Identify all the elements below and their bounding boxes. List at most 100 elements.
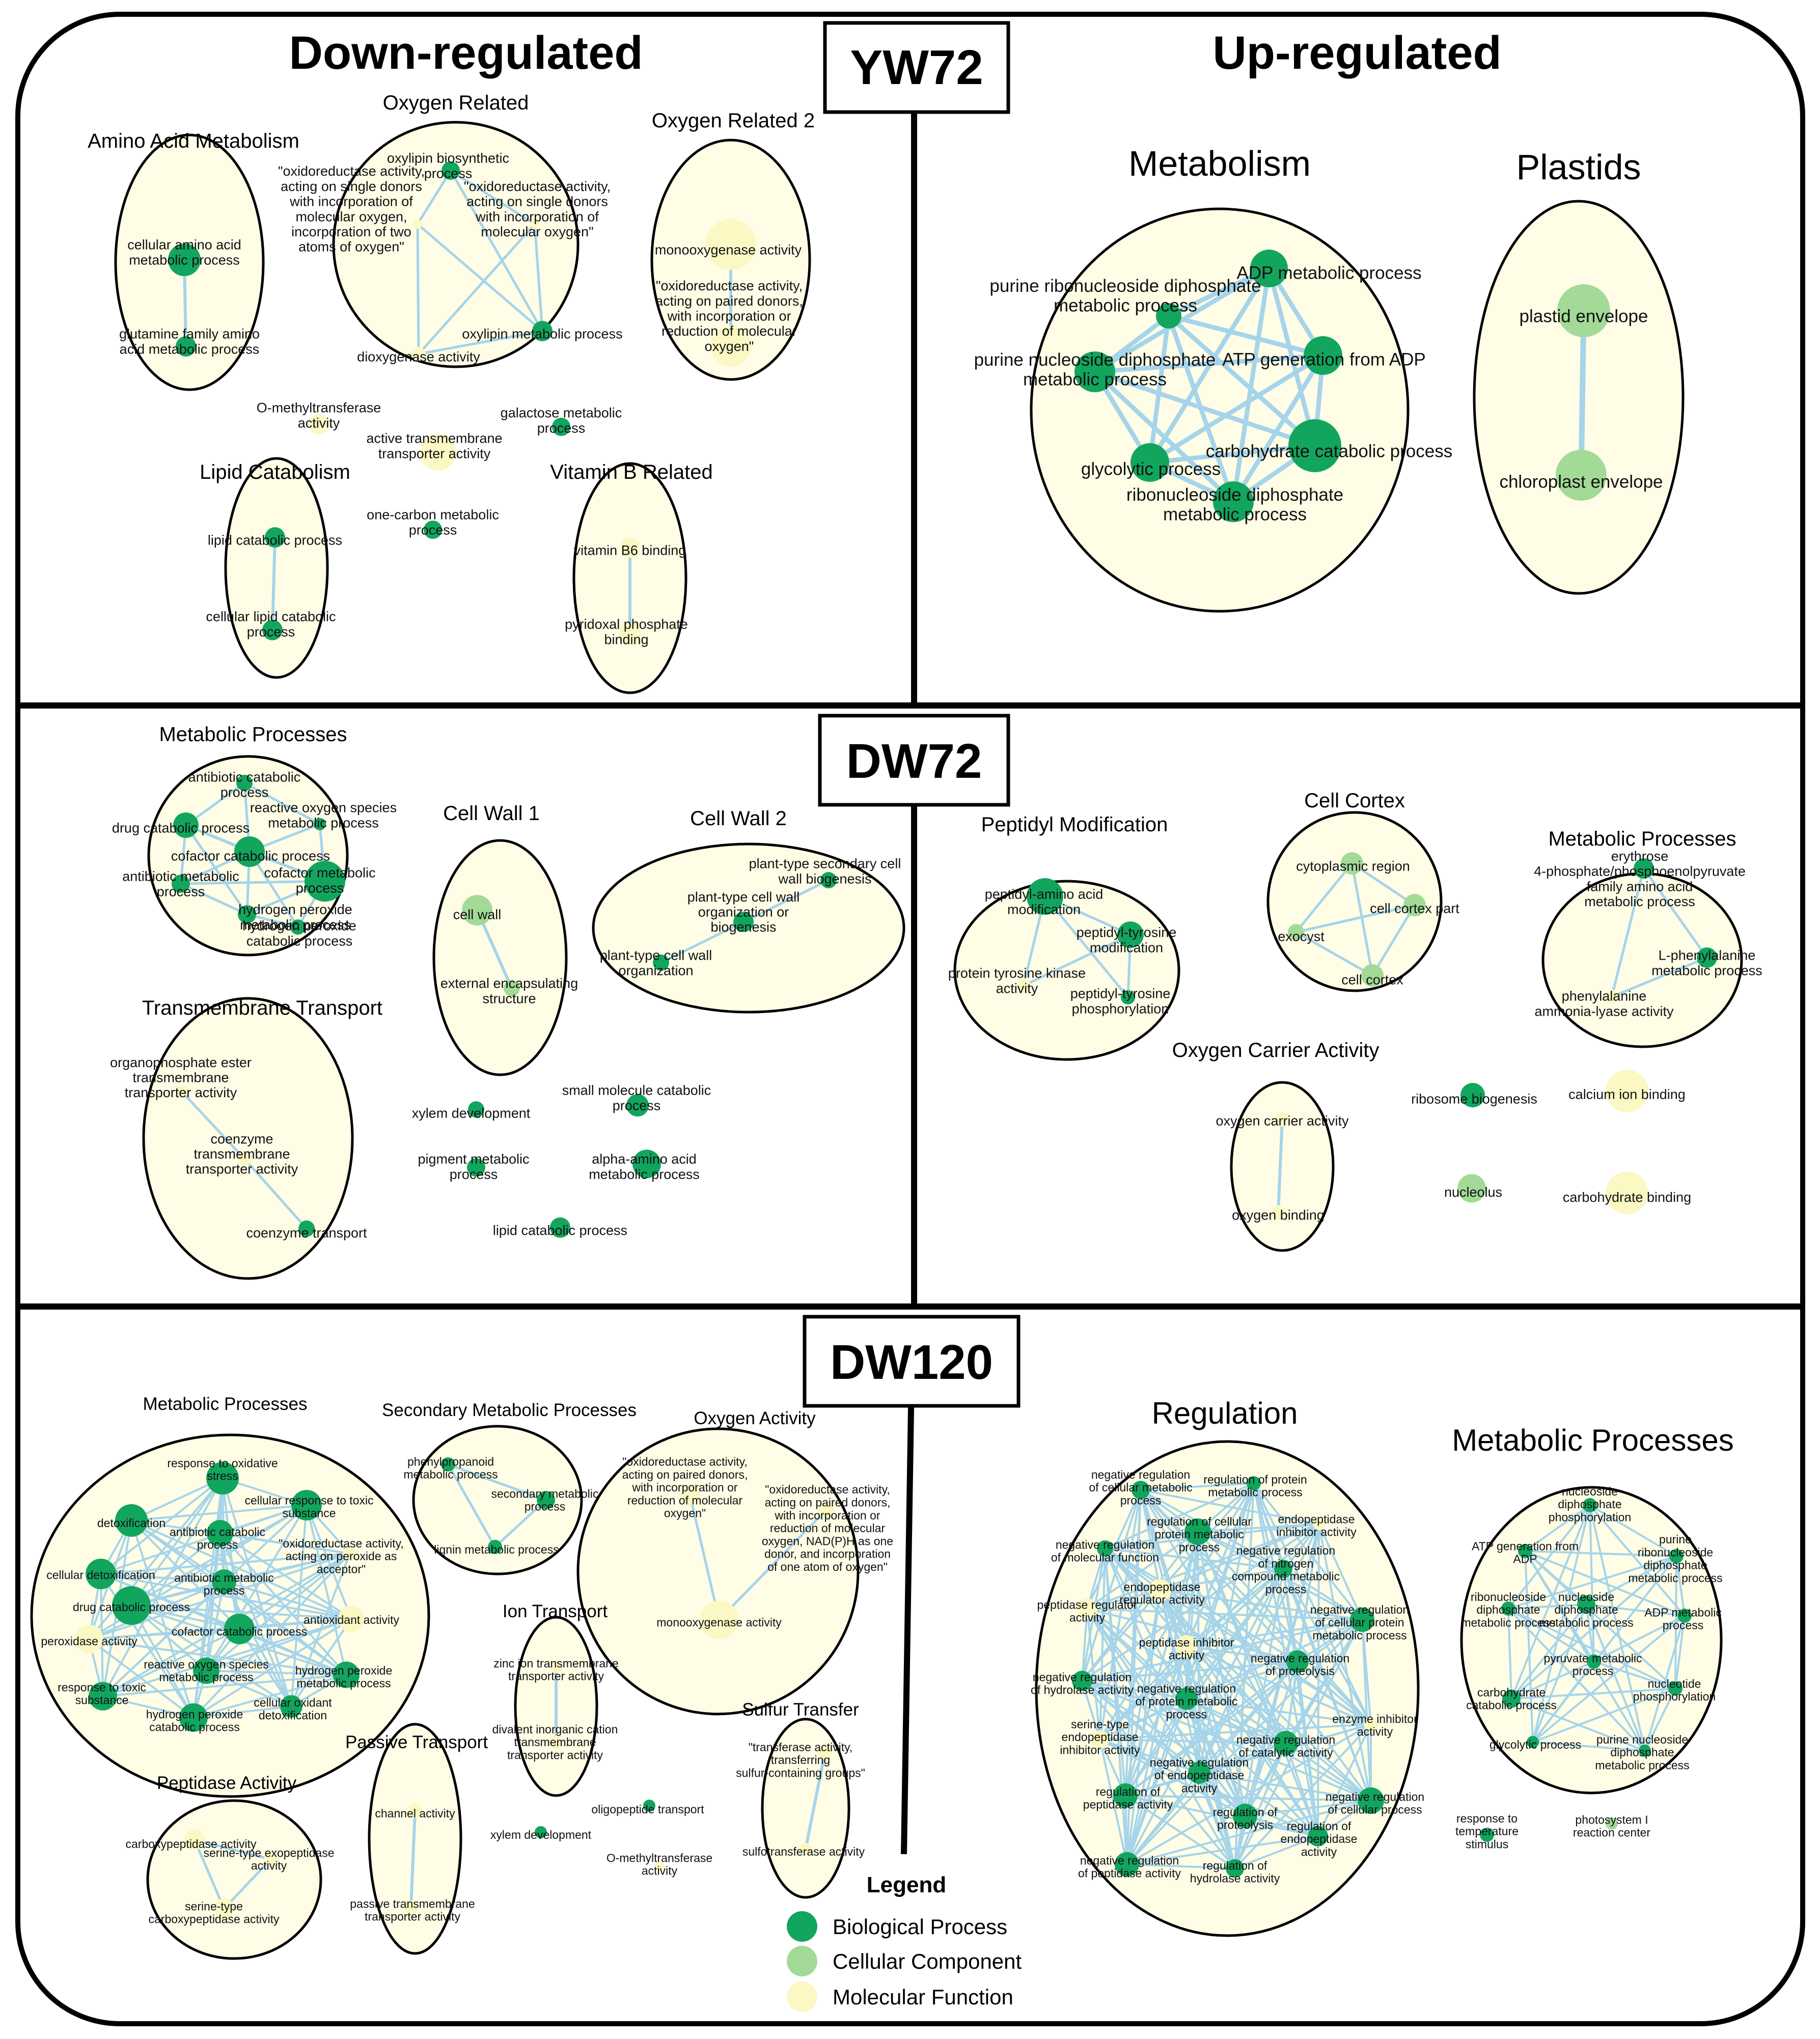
node-marker-coenzyme-transmembrane-transporter-activ[interactable]	[237, 1152, 252, 1166]
node-marker-purine-nucleoside-diphosphate-metabolic-[interactable]	[1639, 1745, 1651, 1757]
node-marker-small-molecule-catabolic-process[interactable]	[626, 1094, 649, 1117]
node-marker-plastid-envelope[interactable]	[1557, 284, 1610, 337]
node-marker-regulation-of-proteolysis[interactable]	[1233, 1804, 1257, 1828]
node-marker-transferase-activity-transferring-sulfur[interactable]	[818, 1745, 832, 1759]
node-marker-chloroplast-envelope[interactable]	[1556, 450, 1607, 501]
node-marker-carboxypeptidase-activity[interactable]	[184, 1830, 205, 1850]
node-marker-nucleotide-phosphorylation[interactable]	[1668, 1681, 1683, 1696]
node-marker-phenylalanine-ammonia-lyase-activity[interactable]	[1605, 990, 1619, 1004]
node-marker-cofactor-metabolic-process[interactable]	[305, 861, 345, 902]
node-marker-oxidoreductase-activity-acting-on-paired[interactable]	[680, 1485, 700, 1505]
node-marker-organophosphate-ester-transmembrane-tran[interactable]	[176, 1085, 188, 1098]
node-marker-phenylpropanoid-metabolic-process[interactable]	[441, 1457, 455, 1472]
node-marker-negative-regulation-of-protein-metabolic[interactable]	[1175, 1688, 1198, 1710]
node-marker-channel-activity[interactable]	[408, 1804, 422, 1818]
node-marker-cofactor-catabolic-process[interactable]	[234, 836, 265, 867]
node-marker-plant-type-cell-wall-organization-or-bio[interactable]	[733, 912, 754, 932]
node-marker-passive-transmembrane-transporter-activi[interactable]	[404, 1900, 418, 1915]
node-marker-monooxygenase-activity[interactable]	[705, 219, 756, 270]
node-marker-galactose-metabolic-process[interactable]	[552, 418, 570, 436]
node-marker-regulation-of-protein-metabolic-process[interactable]	[1247, 1476, 1261, 1490]
node-marker-serine-type-carboxypeptidase-activity[interactable]	[214, 1898, 234, 1919]
node-marker-enzyme-inhibitor-activity[interactable]	[1364, 1717, 1378, 1731]
node-marker-photosystem-i-reaction-center[interactable]	[1606, 1817, 1618, 1830]
node-marker-serine-type-endopeptidase-inhibitor-acti[interactable]	[1091, 1730, 1109, 1749]
node-marker-divalent-inorganic-cation-transmembrane-[interactable]	[549, 1735, 563, 1749]
node-marker-sulfotransferase-activity[interactable]	[799, 1843, 812, 1855]
node-marker-reactive-oxygen-species-metabolic-proces[interactable]	[314, 818, 326, 830]
node-marker-response-to-temperature-stimulus[interactable]	[1480, 1828, 1494, 1842]
node-marker-oxidoreductase-activity-acting-on-single[interactable]	[530, 220, 539, 229]
node-marker-adp-metabolic-process[interactable]	[1677, 1609, 1692, 1623]
node-marker-secondary-metabolic-process[interactable]	[537, 1491, 555, 1509]
node-marker-carbohydrate-catabolic-process[interactable]	[1502, 1690, 1521, 1708]
node-marker-glycolytic-process[interactable]	[1130, 443, 1169, 482]
node-marker-l-phenylalanine-metabolic-process[interactable]	[1697, 947, 1717, 968]
node-marker-dioxygenase-activity[interactable]	[411, 347, 426, 361]
node-marker-response-to-oxidative-stress[interactable]	[206, 1462, 239, 1494]
node-marker-nucleoside-diphosphate-metabolic-process[interactable]	[1577, 1595, 1595, 1614]
node-marker-lignin-metabolic-process[interactable]	[488, 1540, 502, 1554]
node-marker-cellular-detoxification[interactable]	[86, 1559, 116, 1589]
node-marker-calcium-ion-binding[interactable]	[1606, 1070, 1648, 1112]
node-marker-oxidoreductase-activity-acting-on-paired[interactable]	[818, 1502, 834, 1518]
node-marker-cell-cortex-part[interactable]	[1403, 894, 1426, 916]
node-marker-exocyst[interactable]	[1288, 924, 1304, 940]
node-marker-nucleolus[interactable]	[1457, 1174, 1486, 1203]
node-marker-plant-type-cell-wall-organization[interactable]	[653, 955, 669, 971]
node-marker-peptidase-inhibitor-activity[interactable]	[1175, 1635, 1198, 1657]
node-marker-cellular-oxidant-detoxification[interactable]	[280, 1695, 302, 1718]
node-marker-serine-type-exopeptidase-activity[interactable]	[264, 1852, 278, 1866]
node-marker-antibiotic-catabolic-process[interactable]	[207, 1520, 233, 1546]
node-marker-peptidyl-tyrosine-phosphorylation[interactable]	[1121, 990, 1135, 1004]
node-marker-response-to-toxic-substance[interactable]	[89, 1682, 117, 1710]
node-marker-peptidase-regulator-activity[interactable]	[1077, 1598, 1097, 1619]
node-marker-nucleoside-diphosphate-phosphorylation[interactable]	[1583, 1498, 1597, 1512]
node-marker-negative-regulation-of-nitrogen-compound[interactable]	[1274, 1560, 1292, 1578]
node-marker-negative-regulation-of-endopeptidase-act[interactable]	[1188, 1761, 1210, 1784]
node-marker-pyridoxal-phosphate-binding[interactable]	[619, 623, 641, 645]
node-marker-glycolytic-process[interactable]	[1527, 1736, 1539, 1748]
node-marker-antibiotic-metabolic-process[interactable]	[212, 1569, 236, 1594]
node-marker-ribosome-biogenesis[interactable]	[1460, 1083, 1485, 1107]
node-marker-hydrogen-peroxide-catabolic-process[interactable]	[290, 919, 306, 935]
node-marker-external-encapsulating-structure[interactable]	[504, 980, 520, 996]
node-marker-peptidyl-tyrosine-modification[interactable]	[1117, 921, 1144, 948]
node-marker-adp-metabolic-process[interactable]	[1250, 250, 1288, 287]
node-marker-zinc-ion-transmembrane-transporter-activ[interactable]	[550, 1661, 562, 1673]
node-marker-drug-catabolic-process[interactable]	[173, 812, 199, 838]
node-marker-coenzyme-transport[interactable]	[298, 1220, 315, 1237]
node-marker-cellular-response-to-toxic-substance[interactable]	[291, 1490, 322, 1520]
node-marker-endopeptidase-inhibitor-activity[interactable]	[1313, 1518, 1325, 1530]
node-marker-ribonucleoside-diphosphate-metabolic-pro[interactable]	[1501, 1601, 1515, 1616]
node-marker-xylem-development[interactable]	[535, 1826, 547, 1838]
node-marker-plant-type-secondary-cell-wall-biogenesi[interactable]	[820, 872, 837, 888]
node-marker-negative-regulation-of-molecular-functio[interactable]	[1097, 1540, 1113, 1557]
node-marker-o-methyltransferase-activity[interactable]	[309, 414, 329, 434]
node-marker-antibiotic-metabolic-process[interactable]	[172, 875, 190, 893]
node-marker-oxygen-carrier-activity[interactable]	[1275, 1112, 1289, 1127]
node-marker-protein-tyrosine-kinase-activity[interactable]	[1016, 978, 1031, 993]
node-marker-negative-regulation-of-proteolysis[interactable]	[1286, 1650, 1309, 1673]
node-marker-carbohydrate-binding[interactable]	[1606, 1172, 1648, 1214]
node-marker-oxidoreductase-activity-acting-on-paired[interactable]	[710, 326, 751, 367]
node-marker-regulation-of-peptidase-activity[interactable]	[1113, 1783, 1138, 1808]
node-marker-hydrogen-peroxide-metabolic-process[interactable]	[238, 905, 256, 923]
node-marker-atp-generation-from-adp[interactable]	[1304, 336, 1342, 375]
node-marker-negative-regulation-of-peptidase-activit[interactable]	[1115, 1852, 1139, 1877]
node-marker-xylem-development[interactable]	[468, 1101, 484, 1118]
node-marker-alpha-amino-acid-metabolic-process[interactable]	[632, 1150, 661, 1178]
node-marker-negative-regulation-of-hydrolase-activit[interactable]	[1072, 1671, 1092, 1691]
node-marker-cell-cortex[interactable]	[1361, 964, 1384, 987]
node-marker-monooxygenase-activity[interactable]	[700, 1600, 738, 1639]
node-marker-cellular-amino-acid-metabolic-process[interactable]	[168, 243, 201, 276]
node-marker-one-carbon-metabolic-process[interactable]	[424, 521, 442, 539]
node-marker-negative-regulation-of-cellular-metaboli[interactable]	[1132, 1481, 1150, 1499]
node-marker-atp-generation-from-adp[interactable]	[1518, 1544, 1532, 1558]
node-marker-pyruvate-metabolic-process[interactable]	[1587, 1654, 1601, 1669]
node-marker-regulation-of-cellular-protein-metabolic[interactable]	[1184, 1518, 1211, 1545]
node-marker-peptidyl-amino-acid-modification[interactable]	[1027, 878, 1063, 915]
node-marker-regulation-of-endopeptidase-activity[interactable]	[1308, 1826, 1328, 1846]
node-marker-cellular-lipid-catabolic-process[interactable]	[262, 620, 283, 640]
node-marker-oxylipin-metabolic-process[interactable]	[532, 321, 553, 341]
